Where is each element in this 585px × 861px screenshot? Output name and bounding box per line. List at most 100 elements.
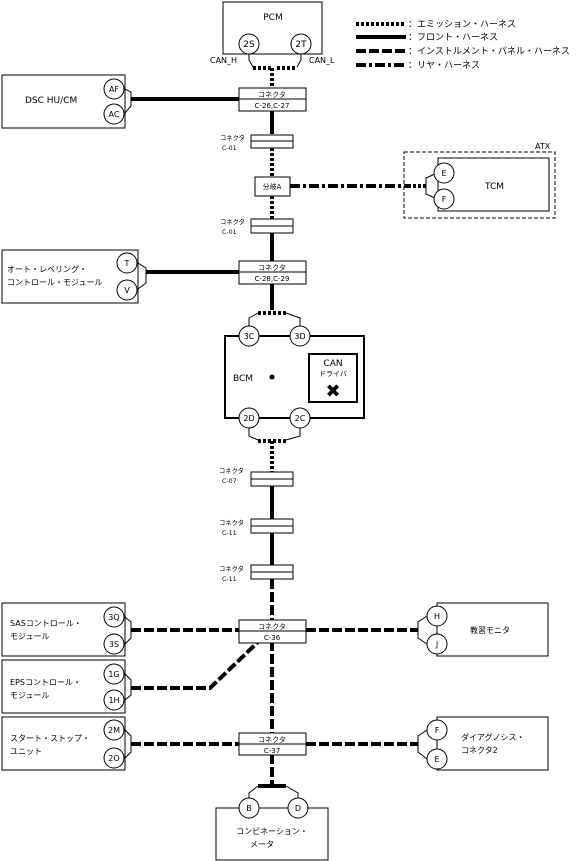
- pcm-can-h-label: CAN_H: [210, 56, 237, 65]
- combination-meter-label-line2: メータ: [250, 840, 274, 849]
- wire-kyoshu-stub: [417, 615, 428, 645]
- legend-label-emission: ：エミッション・ハーネス: [408, 19, 516, 30]
- bcm-label: BCM: [233, 374, 253, 384]
- start-stop-pin-2o: [103, 747, 125, 769]
- tcm-pin-f-label: F: [442, 195, 447, 204]
- pcm-pin-2s-label: 2S: [243, 40, 255, 50]
- legend-label-rear: ：リヤ・ハーネス: [408, 60, 480, 71]
- connector-c01-lower: コネクタ C-01: [220, 217, 294, 236]
- eps-module: EPSコントロール・ モジュール 1G 1H: [1, 659, 126, 714]
- tcm-pin-f: [433, 188, 455, 210]
- fault-x-icon: ✖: [325, 381, 340, 402]
- eps-pin-1g-label: 1G: [108, 670, 119, 679]
- diagnosis-pin-e-label: E: [434, 755, 439, 764]
- diagnosis-connector-module: ダイアグノシス・ コネクタ2 F E: [426, 716, 549, 771]
- pcm-pin-2s: [238, 33, 260, 55]
- atx-group-label: ATX: [535, 142, 551, 151]
- connector-c36: コネクタ C-36: [238, 619, 307, 644]
- eps-label-line1: EPSコントロール・: [10, 678, 81, 687]
- can-driver-box: [308, 353, 358, 403]
- pcm-label: PCM: [263, 13, 282, 23]
- start-stop-module: スタート・ストップ・ ユニット 2M 2O: [1, 716, 126, 771]
- connector-c07-name: コネクタ: [219, 466, 244, 475]
- connector-c11-lower: コネクタ C-11: [219, 564, 294, 583]
- atx-group-outline: [403, 151, 556, 219]
- diagnosis-label-line1: ダイアグノシス・: [461, 732, 524, 742]
- pcm-pin-2t-label: 2T: [295, 40, 307, 50]
- bcm-pin-3d-label: 3D: [294, 332, 305, 341]
- wire-diag-stub: [417, 729, 428, 760]
- connector-c01a-code: C-01: [222, 145, 237, 152]
- start-stop-label-line2: ユニット: [10, 747, 42, 756]
- connector-c26-code: C-26,C-27: [255, 102, 290, 110]
- branch-a-box: [254, 176, 291, 197]
- tcm-module: ATX TCM E F: [403, 142, 556, 219]
- dsc-pin-af: [103, 78, 125, 100]
- combination-meter-label-line1: コンビネーション・: [236, 827, 308, 836]
- diagnosis-connector-box: [436, 716, 549, 771]
- connector-c11b-name: コネクタ: [219, 564, 244, 573]
- diagnosis-pin-f: [426, 719, 448, 741]
- diagnosis-label-line2: コネクタ2: [461, 746, 498, 755]
- connector-c11-upper: コネクタ C-11: [219, 518, 294, 537]
- connector-c01a-name: コネクタ: [220, 133, 245, 142]
- sas-label-line1: SASコントロール・: [10, 619, 82, 628]
- start-stop-pin-2m: [103, 719, 125, 741]
- tcm-label: TCM: [484, 182, 504, 192]
- auto-leveling-pin-t: [116, 252, 138, 274]
- eps-pin-1h: [103, 689, 125, 711]
- bcm-pin-2c-label: 2C: [295, 414, 306, 423]
- auto-leveling-pin-v: [116, 279, 138, 301]
- can-driver-label-line1: CAN: [323, 359, 342, 369]
- kyoshu-monitor-box: [436, 602, 549, 657]
- bcm-pin-3d: [289, 325, 311, 347]
- kyoshu-monitor-label: 教習モニタ: [470, 625, 510, 635]
- connector-c26-c27: コネクタ C-26,C-27: [238, 87, 307, 112]
- dsc-pin-ac: [103, 103, 125, 125]
- auto-leveling-box: [1, 249, 139, 304]
- kyoshu-pin-h-label: H: [434, 612, 440, 621]
- can-driver-label-line2: ドライバ: [319, 370, 347, 378]
- start-stop-pin-2m-label: 2M: [108, 726, 120, 735]
- connector-c01b-code: C-01: [222, 229, 237, 236]
- connector-c37-name: コネクタ: [258, 735, 286, 744]
- connector-c28-c29: コネクタ C-28,C-29: [238, 260, 307, 285]
- connector-c36-code: C-36: [264, 634, 281, 642]
- dsc-label: DSC HU/CM: [25, 96, 77, 106]
- sas-pin-3s: [103, 633, 125, 655]
- bcm-pin-2d-label: 2D: [243, 414, 254, 423]
- tcm-box: [437, 157, 550, 212]
- meter-pin-d: [287, 797, 309, 819]
- wire-bcm-3c-stub: [248, 312, 259, 326]
- wire-bcm-3d-stub: [285, 312, 301, 326]
- dsc-module: DSC HU/CM AF AC: [1, 74, 126, 129]
- kyoshu-pin-h: [426, 605, 448, 627]
- legend: ：エミッション・ハーネス ：フロント・ハーネス ：インストルメント・パネル・ハー…: [356, 19, 570, 71]
- bcm-pin-2c: [289, 407, 311, 429]
- diagnosis-pin-f-label: F: [435, 726, 440, 735]
- auto-leveling-label-line2: コントロール・モジュール: [7, 278, 102, 287]
- wire-autolev-stub: [137, 262, 147, 290]
- pcm-module: PCM 2S 2T CAN_H CAN_L: [210, 1, 335, 65]
- pcm-pin-2t: [290, 33, 312, 55]
- kyoshu-monitor-module: 教習モニタ H J: [426, 602, 549, 657]
- connector-c01-upper: コネクタ C-01: [220, 133, 294, 152]
- bcm-box: [224, 335, 365, 419]
- dsc-pin-ac-label: AC: [109, 110, 120, 119]
- connector-c36-name: コネクタ: [258, 622, 286, 631]
- diagnosis-pin-e: [426, 748, 448, 770]
- connector-c11a-name: コネクタ: [219, 518, 244, 527]
- combination-meter-box: [215, 807, 329, 861]
- dsc-box: [1, 74, 126, 129]
- auto-leveling-label-line1: オート・レベリング・: [7, 264, 87, 274]
- kyoshu-pin-j: [426, 633, 448, 655]
- auto-leveling-module: オート・レベリング・ コントロール・モジュール T V: [1, 249, 139, 304]
- bcm-pin-2d: [238, 407, 260, 429]
- tcm-pin-e-label: E: [441, 169, 446, 178]
- wire-bcm-2c-stub: [285, 428, 301, 441]
- wire-sas-stub: [124, 616, 132, 645]
- wire-startstop-stub: [124, 729, 132, 759]
- legend-label-front: ：フロント・ハーネス: [408, 32, 498, 43]
- bcm-pin-3c-label: 3C: [244, 332, 255, 341]
- eps-label-line2: モジュール: [10, 691, 49, 700]
